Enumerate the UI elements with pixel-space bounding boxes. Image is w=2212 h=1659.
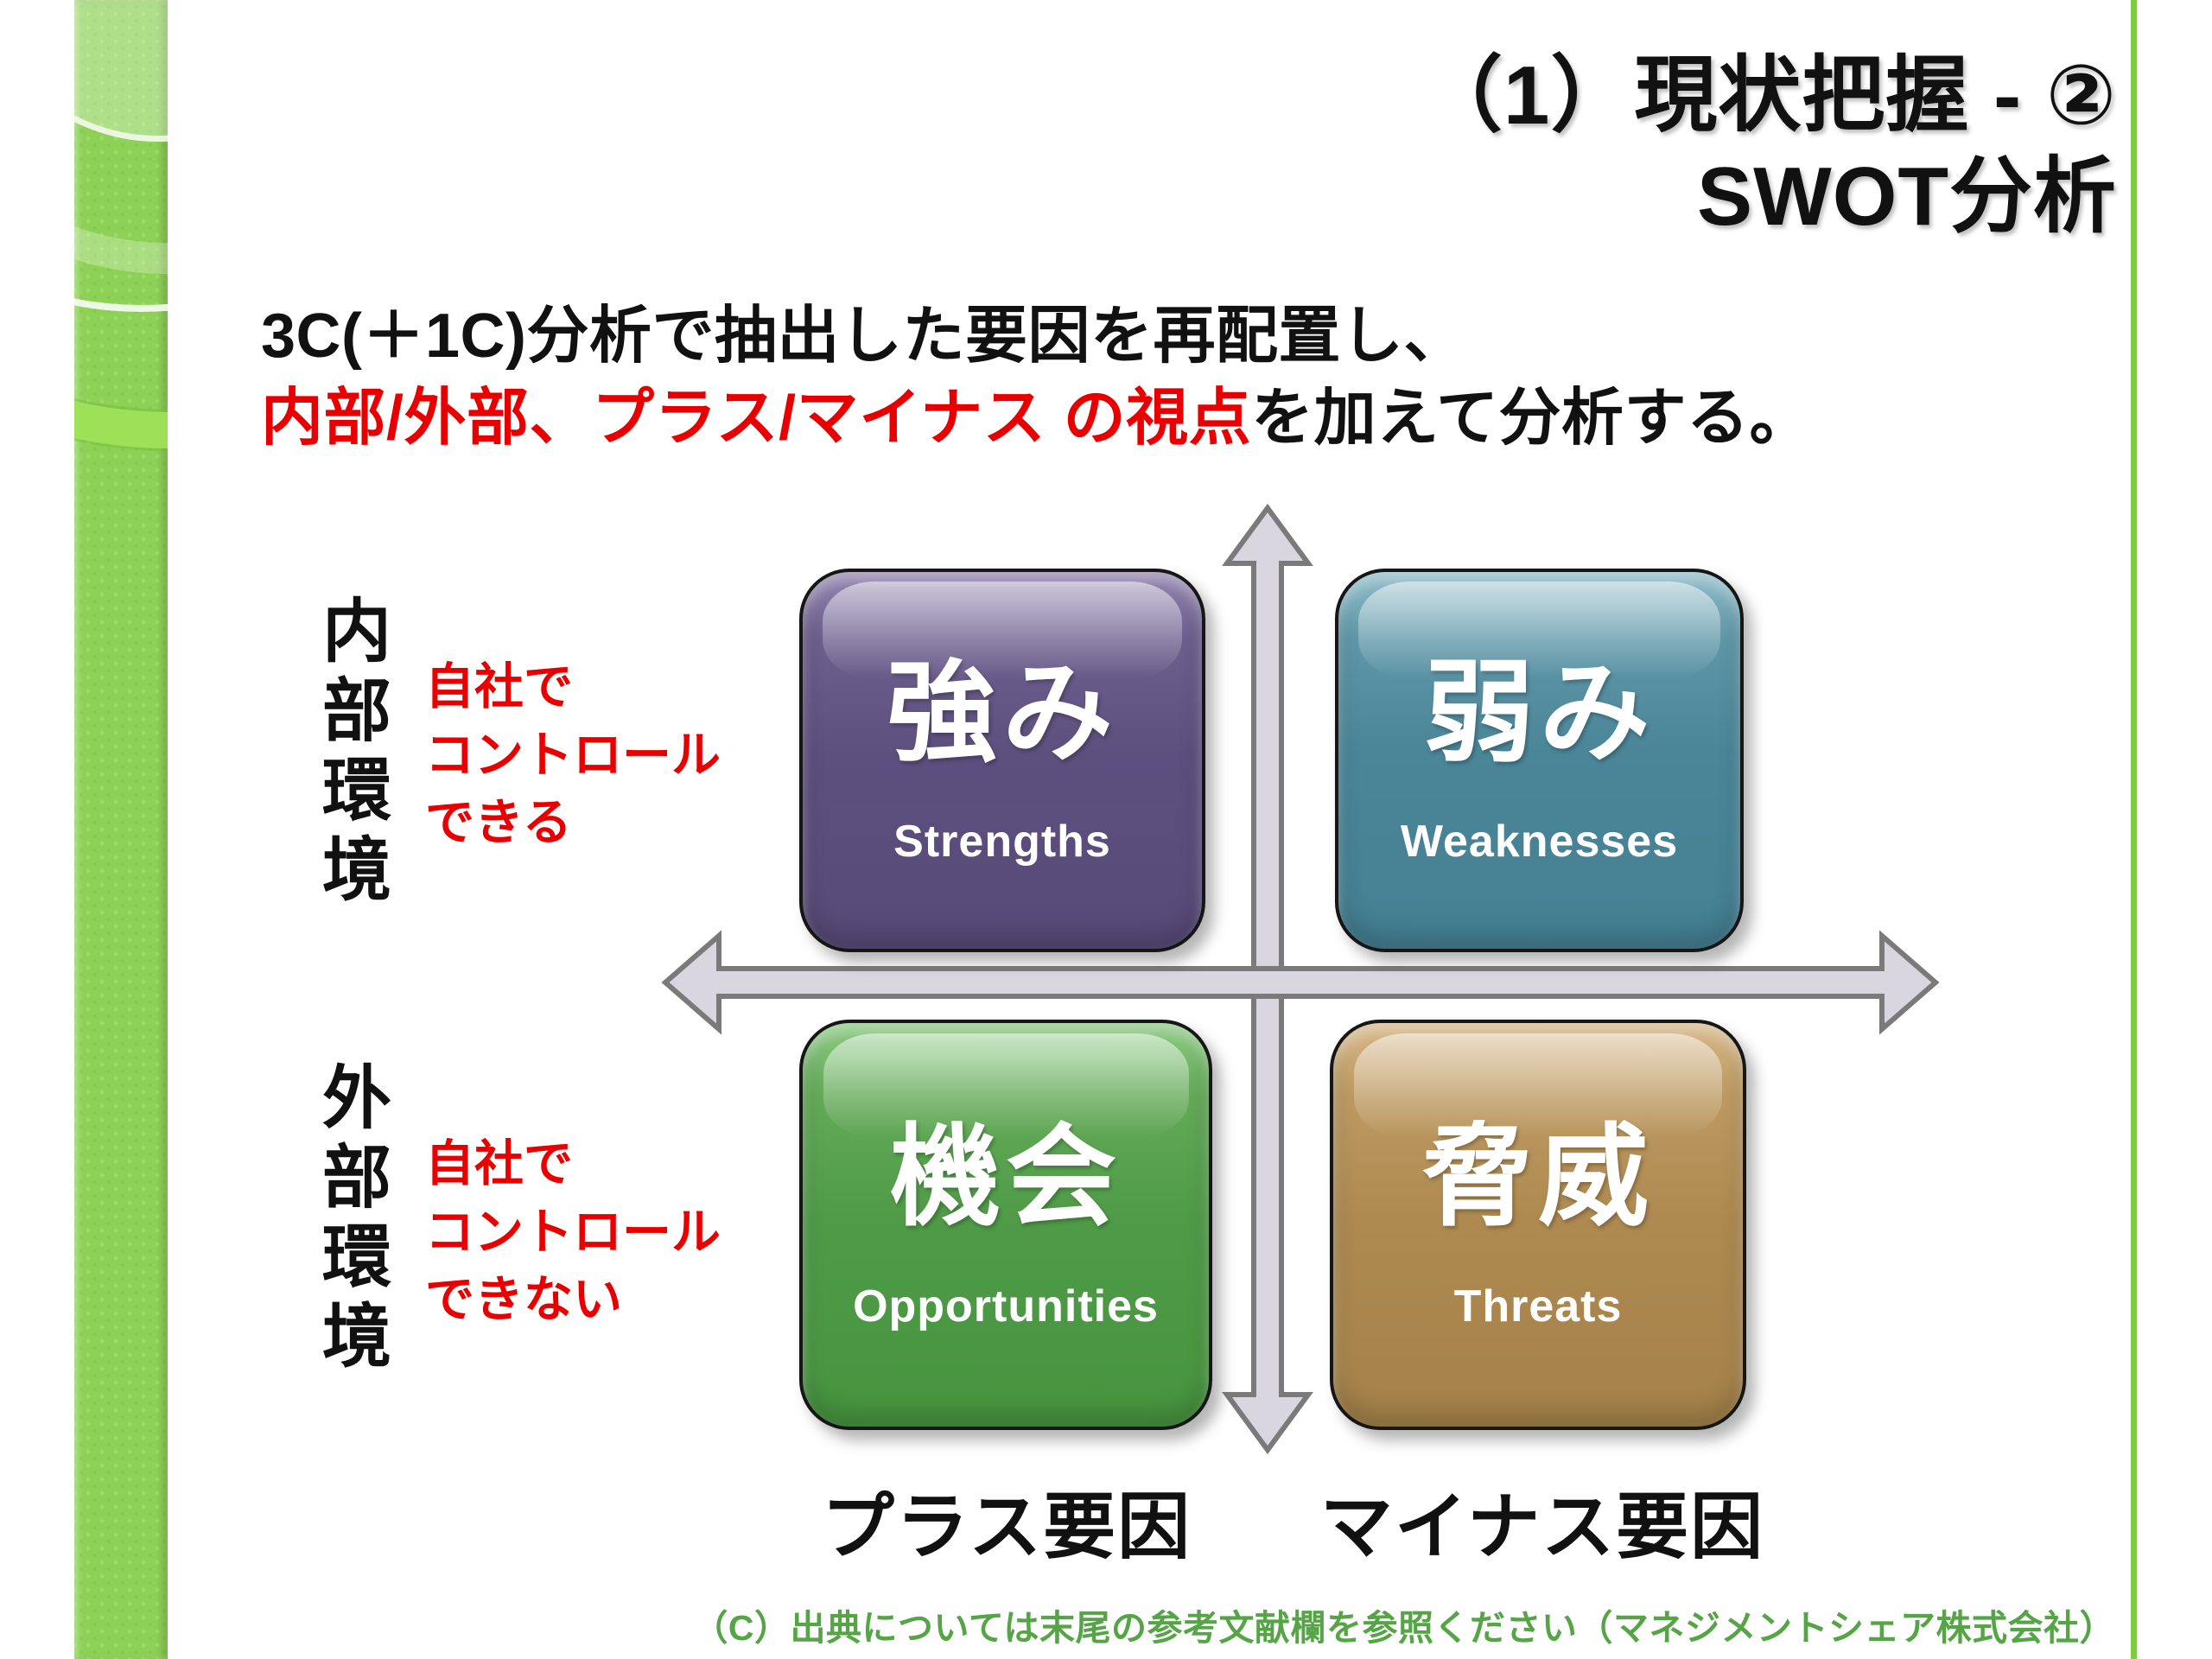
sidebar-green-ring-icon (74, 0, 168, 448)
quadrant-threats-english: Threats (1453, 1281, 1623, 1332)
column-label-minus: マイナス要因 (1319, 1486, 1765, 1567)
row-label-internal: 内部環境 (313, 594, 390, 912)
vertical-axis-arrow-icon (1222, 503, 1313, 1455)
footer-credit: （C）出典については末尾の参考文献欄を参照ください（マネジメントシェア株式会社） (692, 1608, 2115, 1648)
quadrant-weaknesses-english: Weaknesses (1400, 817, 1679, 868)
row-note-internal-line-1: 自社で (425, 659, 573, 715)
quadrant-opportunities-english: Opportunities (853, 1281, 1159, 1332)
sidebar-decoration (74, 0, 168, 1659)
title-line-1: （1）現状把握 - ② (1420, 49, 2117, 142)
row-note-external-line-3: できない (425, 1272, 622, 1328)
column-label-plus: プラス要因 (821, 1486, 1192, 1567)
quadrant-threats: 脅威 Threats (1330, 1020, 1746, 1430)
title-line-2: SWOT分析 (1697, 150, 2117, 244)
quadrant-opportunities: 機会 Opportunities (799, 1020, 1212, 1430)
intro-line-2-highlight: 内部/外部、プラス/マイナス の視点 (261, 384, 1252, 454)
page-title: （1）現状把握 - ② SWOT分析 (1420, 45, 2117, 247)
quadrant-weaknesses: 弱み Weaknesses (1335, 569, 1744, 952)
right-accent-line (2131, 0, 2137, 1659)
quadrant-opportunities-kanji: 機会 (889, 1116, 1122, 1240)
intro-line-1: 3C(＋1C)分析で抽出した要因を再配置し、 (261, 302, 1467, 371)
row-note-external-line-2: コントロール (425, 1204, 721, 1260)
quadrant-strengths: 強み Strengths (799, 569, 1205, 952)
intro-line-2: 内部/外部、プラス/マイナス の視点を加えて分析する。 (261, 378, 1812, 460)
quadrant-threats-kanji: 脅威 (1421, 1116, 1654, 1240)
quadrant-strengths-english: Strengths (893, 817, 1111, 868)
row-note-external: 自社で コントロール できない (425, 1130, 721, 1334)
quadrant-strengths-kanji: 強み (886, 651, 1118, 775)
intro-text: 3C(＋1C)分析で抽出した要因を再配置し、 内部/外部、プラス/マイナス の視… (261, 296, 1812, 460)
row-note-internal-line-3: できる (425, 795, 572, 851)
intro-line-2-rest: を加えて分析する。 (1251, 384, 1813, 454)
quadrant-weaknesses-kanji: 弱み (1423, 651, 1656, 775)
row-note-internal: 自社で コントロール できる (425, 653, 721, 857)
row-note-internal-line-2: コントロール (425, 727, 721, 783)
row-note-external-line-1: 自社で (425, 1136, 573, 1192)
row-label-external: 外部環境 (313, 1061, 390, 1379)
